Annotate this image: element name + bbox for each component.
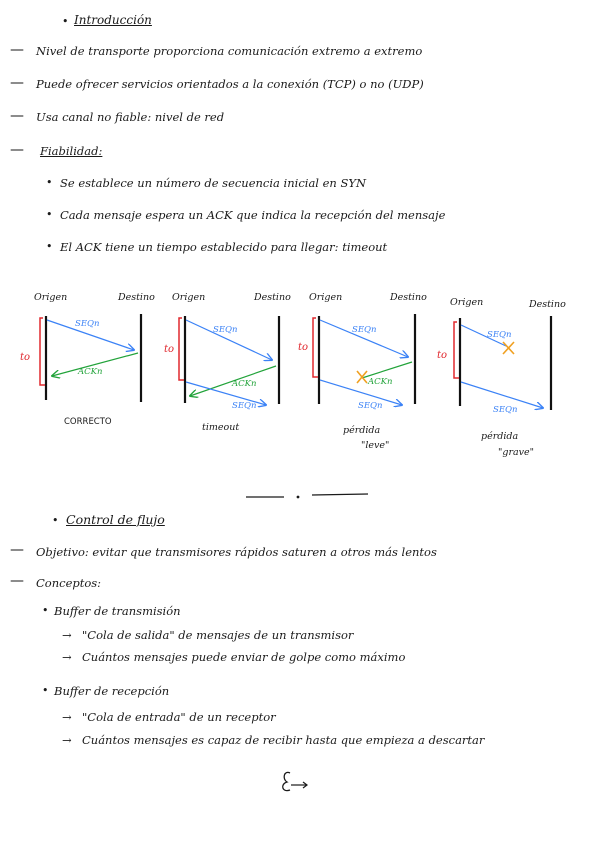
bullet-dot: • [46, 176, 53, 189]
ack-arrow [190, 365, 277, 396]
timer-label: to [164, 344, 174, 355]
arrow-marker: → [62, 628, 72, 642]
arrow-marker: → [62, 733, 72, 747]
timer-bracket [178, 317, 184, 381]
buffer-transmision-item-2: Cuántos mensajes puede enviar de golpe c… [82, 650, 406, 664]
destination-label: Destino [253, 292, 291, 303]
dash-marker: — [10, 142, 24, 158]
dash-marker: — [10, 108, 24, 124]
destination-label: Destino [117, 292, 155, 303]
intro-item-1: Nivel de transporte proporciona comunica… [36, 44, 423, 58]
dash-marker: — [10, 542, 24, 558]
diagram-caption: timeout [202, 422, 239, 433]
buffer-recepcion-title: Buffer de recepción [54, 684, 170, 698]
diagram-caption-sub: "grave" [498, 447, 534, 458]
diagram-correcto: to SEQn ACKn Origen Destino CORRECTO [20, 292, 155, 427]
seq-label: SEQn [352, 325, 376, 335]
seq-arrow [46, 319, 134, 350]
origin-label: Origen [450, 297, 483, 308]
diagram-caption: pérdida [343, 425, 380, 436]
seq-retransmit-arrow [185, 381, 266, 405]
bullet-dot: • [46, 240, 53, 253]
buffer-recepcion-item-2: Cuántos mensajes es capaz de recibir has… [82, 733, 485, 747]
intro-item-2: Puede ofrecer servicios orientados a la … [36, 77, 424, 91]
continue-arrow-icon [282, 771, 308, 792]
origin-label: Origen [172, 292, 205, 303]
section-title-flujo: Control de flujo [66, 512, 165, 527]
buffer-recepcion-item-1: "Cola de entrada" de un receptor [82, 710, 276, 724]
diagram-caption-sub: "leve" [361, 440, 389, 451]
section-separator [246, 493, 369, 499]
seq-retransmit-label: SEQn [232, 401, 256, 411]
ack-arrow [361, 361, 413, 379]
destination-label: Destino [389, 292, 427, 303]
bullet-dot: • [42, 684, 49, 697]
buffer-transmision-title: Buffer de transmisión [54, 604, 181, 618]
arrow-marker: → [62, 710, 72, 724]
timer-label: to [437, 350, 447, 361]
ack-arrow [52, 352, 139, 376]
bullet-dot: • [46, 208, 53, 221]
fiabilidad-point-3: El ACK tiene un tiempo establecido para … [60, 240, 388, 254]
dash-marker: — [10, 75, 24, 91]
dash-marker: — [10, 573, 24, 589]
fiabilidad-point-2: Cada mensaje espera un ACK que indica la… [60, 208, 446, 222]
seq-label: SEQn [213, 325, 237, 335]
section-title-intro: Introducción [74, 13, 152, 27]
seq-retransmit-label: SEQn [358, 401, 382, 411]
origin-label: Origen [309, 292, 342, 303]
arrow-marker: → [62, 650, 72, 664]
timer-bracket [453, 321, 459, 379]
diagram-perdida-leve: to SEQn ACKn SEQn Origen Destino pérdida… [298, 292, 427, 451]
buffer-transmision-item-1: "Cola de salida" de mensajes de un trans… [82, 628, 354, 642]
flujo-objetivo: Objetivo: evitar que transmisores rápido… [36, 545, 437, 559]
origin-label: Origen [34, 292, 67, 303]
diagram-perdida-grave: to SEQn SEQn Origen Destino pérdida "gra… [437, 297, 566, 458]
seq-arrow [319, 319, 408, 357]
destination-label: Destino [528, 299, 566, 310]
ack-label: ACKn [231, 379, 256, 389]
seq-arrow [460, 324, 507, 347]
seq-label: SEQn [487, 330, 511, 340]
bullet-dot: • [62, 15, 69, 28]
dash-marker: — [10, 42, 24, 58]
bullet-dot: • [52, 514, 59, 527]
seq-retransmit-arrow [319, 379, 402, 405]
fiabilidad-title: Fiabilidad: [40, 144, 103, 158]
timer-bracket [312, 317, 318, 378]
loss-cross-icon [356, 370, 368, 384]
diagram-caption: CORRECTO [64, 417, 112, 427]
timer-label: to [298, 342, 308, 353]
diagram-timeout: to SEQn ACKn SEQn Origen Destino timeout [164, 292, 291, 433]
ack-label: ACKn [367, 377, 392, 387]
seq-label: SEQn [75, 319, 99, 329]
flujo-conceptos: Conceptos: [36, 576, 102, 590]
bullet-dot: • [42, 604, 49, 617]
seq-retransmit-label: SEQn [493, 405, 517, 415]
timer-bracket [39, 317, 45, 386]
ack-label: ACKn [77, 367, 102, 377]
fiabilidad-point-1: Se establece un número de secuencia inic… [60, 176, 367, 190]
timer-label: to [20, 352, 30, 363]
diagram-caption: pérdida [481, 431, 518, 442]
intro-item-3: Usa canal no fiable: nivel de red [36, 110, 225, 124]
seq-arrow [185, 319, 272, 360]
seq-retransmit-arrow [460, 381, 543, 408]
loss-cross-icon [502, 341, 515, 355]
